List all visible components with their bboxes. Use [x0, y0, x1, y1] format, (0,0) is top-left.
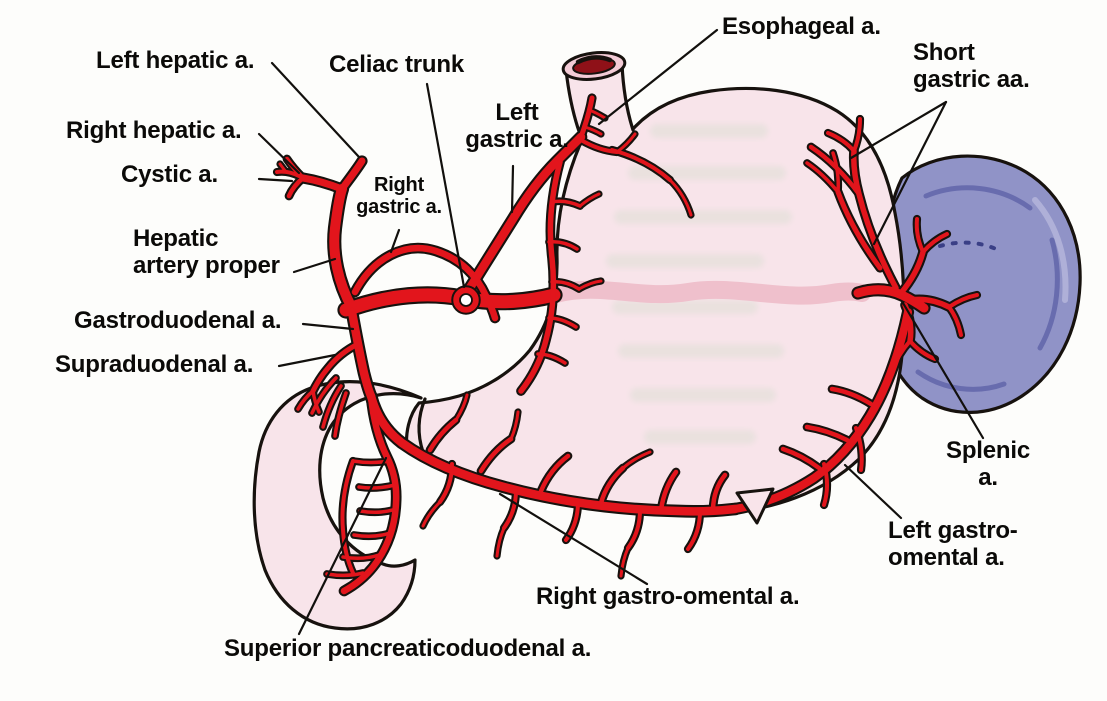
- spleen-body: [883, 154, 1082, 414]
- label-splenic-artery: Splenic a.: [946, 437, 1030, 491]
- leader-celiac-trunk: [425, 82, 466, 289]
- omental-fold-triangle: [735, 487, 775, 525]
- label-supraduodenal-artery: Supraduodenal a.: [55, 351, 254, 378]
- celiac-trunk-ring: [451, 285, 481, 315]
- leader-cystic: [257, 177, 294, 183]
- leader-short-gastric-2: [872, 100, 948, 246]
- esophagus-lumen-shadow: [575, 55, 613, 65]
- label-right-gastric-artery: Right gastric a.: [356, 174, 442, 219]
- print-bleedthrough: [606, 124, 792, 444]
- leader-gastroduodenal: [301, 322, 355, 331]
- leader-lines: [257, 28, 985, 636]
- spleen-shading: [1037, 237, 1060, 351]
- label-right-gastro-omental-artery: Right gastro-omental a.: [536, 583, 800, 610]
- leader-hepatic-proper: [292, 257, 337, 274]
- label-hepatic-artery-proper: Hepatic artery proper: [133, 225, 280, 279]
- leader-left-gastro-omental: [843, 463, 903, 520]
- leader-superior-pancreaticoduodenal: [297, 456, 388, 636]
- label-left-gastric-artery: Left gastric a.: [465, 99, 569, 153]
- pylorus-constriction: [417, 397, 427, 454]
- label-esophageal-artery: Esophageal a.: [722, 13, 881, 40]
- spleen-highlight: [1032, 197, 1069, 303]
- leader-right-gastro-omental: [498, 492, 649, 586]
- label-right-hepatic-artery: Right hepatic a.: [66, 117, 242, 144]
- leader-splenic: [901, 301, 985, 440]
- label-cystic-artery: Cystic a.: [121, 161, 218, 188]
- leader-esophageal: [597, 28, 719, 126]
- splenic-artery-ghost-band: [547, 280, 871, 305]
- spleen-shading: [923, 185, 1033, 211]
- leader-right-gastric: [389, 228, 401, 254]
- label-left-hepatic-artery: Left hepatic a.: [96, 47, 255, 74]
- leader-left-hepatic: [270, 61, 361, 159]
- label-superior-pancreaticoduodenal-artery: Superior pancreaticoduodenal a.: [224, 635, 592, 662]
- label-gastroduodenal-artery: Gastroduodenal a.: [74, 307, 282, 334]
- spleen-shading: [915, 369, 1007, 392]
- leader-right-hepatic: [257, 132, 301, 175]
- spleen: [883, 154, 1082, 414]
- label-celiac-trunk: Celiac trunk: [329, 51, 464, 78]
- leader-short-gastric-1: [849, 100, 948, 160]
- leader-supraduodenal: [277, 353, 337, 368]
- label-left-gastro-omental-artery: Left gastro- omental a.: [888, 517, 1018, 571]
- leader-left-gastric: [510, 164, 515, 214]
- label-short-gastric-arteries: Short gastric aa.: [913, 39, 1030, 93]
